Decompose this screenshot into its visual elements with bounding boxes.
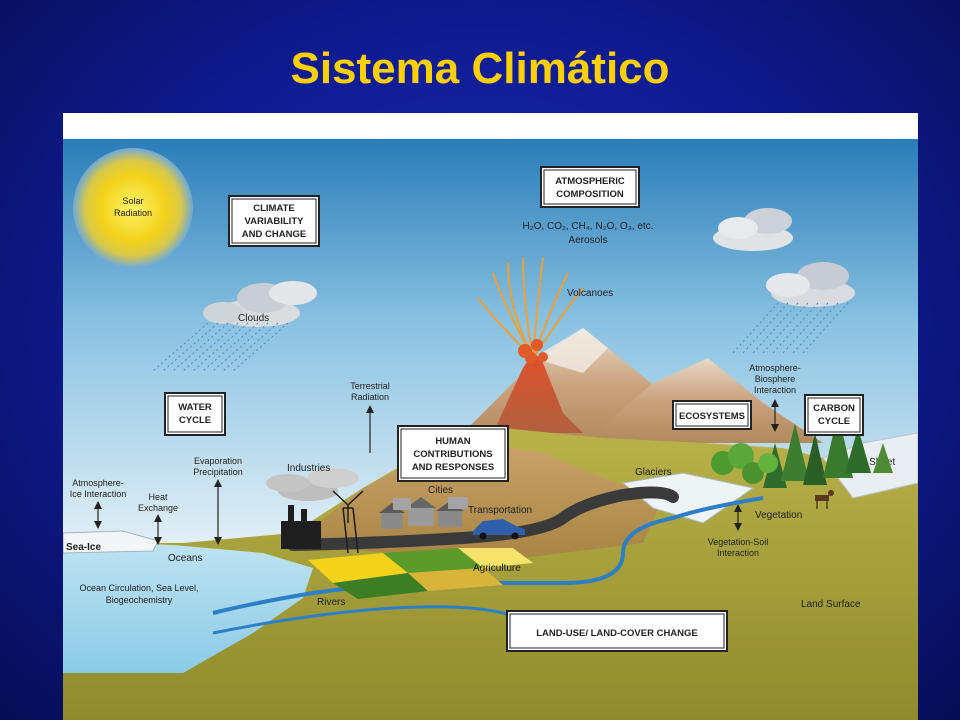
solar-radiation-label: Solar Radiation [114, 196, 152, 218]
rivers-label: Rivers [317, 597, 345, 608]
ocean [63, 541, 313, 673]
cloud-left-icon [203, 281, 317, 327]
evaporation-precipitation-label: Evaporation Precipitation [193, 456, 243, 477]
climate-variability-box: CLIMATE VARIABILITY AND CHANGE [228, 195, 320, 247]
atmosphere-biosphere-arrow [771, 399, 779, 432]
car-icon [473, 519, 525, 540]
svg-text:Vegetation-Soil: Vegetation-Soil [708, 537, 769, 547]
svg-text:HUMAN: HUMAN [435, 436, 470, 447]
svg-text:VARIABILITY: VARIABILITY [245, 216, 305, 227]
gases-label: H₂O, CO₂, CH₄, N₂O, O₃, etc. [523, 221, 654, 232]
svg-text:ATMOSPHERIC: ATMOSPHERIC [555, 176, 625, 187]
snow-cap [533, 328, 608, 373]
evaporation-arrow [214, 479, 222, 545]
carbon-cycle-box: CARBON CYCLE [804, 394, 864, 436]
vegetation-soil-arrow [734, 504, 742, 531]
industries-label: Industries [287, 463, 330, 474]
vegetation-label: Vegetation [755, 510, 802, 521]
central-hill [293, 443, 663, 563]
sea-ice-label: Sea-Ice [66, 542, 101, 553]
cities-label: Cities [428, 485, 453, 496]
svg-text:AND RESPONSES: AND RESPONSES [412, 462, 494, 473]
sea-ice [63, 530, 159, 554]
sun-icon [73, 148, 193, 268]
terrestrial-radiation-label: Terrestrial Radiation [350, 381, 390, 402]
oceans-label: Oceans [168, 553, 202, 564]
deer-icon [815, 490, 834, 509]
svg-text:Solar: Solar [122, 196, 143, 206]
svg-text:Biogeochemistry: Biogeochemistry [106, 595, 173, 605]
ice-sheet-label: Ice Sheet [853, 457, 895, 468]
svg-text:Radiation: Radiation [351, 392, 389, 402]
road [287, 486, 679, 551]
transportation-label: Transportation [468, 505, 532, 516]
atmosphere-ice-arrow [94, 501, 102, 529]
rain-right [732, 302, 849, 354]
agriculture-fields [308, 548, 533, 599]
svg-text:CYCLE: CYCLE [179, 415, 211, 426]
terrestrial-radiation-arrow [366, 405, 374, 453]
land-use-box: LAND-USE/ LAND-COVER CHANGE [506, 610, 728, 652]
slide-title: Sistema Climático [290, 44, 670, 93]
svg-text:AND CHANGE: AND CHANGE [242, 229, 306, 240]
svg-text:CARBON: CARBON [813, 403, 855, 414]
water-cycle-box: WATER CYCLE [164, 392, 226, 436]
svg-text:Precipitation: Precipitation [193, 467, 243, 477]
windmill-icon [332, 490, 364, 554]
svg-text:CLIMATE: CLIMATE [253, 203, 295, 214]
rain-left [152, 322, 289, 372]
lava-bubbles [518, 339, 548, 364]
svg-text:Heat: Heat [148, 492, 168, 502]
factory-icon [266, 468, 359, 549]
svg-text:Exchange: Exchange [138, 503, 178, 513]
svg-text:ECOSYSTEMS: ECOSYSTEMS [679, 411, 745, 422]
human-contributions-box: HUMAN CONTRIBUTIONS AND RESPONSES [397, 425, 509, 482]
svg-text:Interaction: Interaction [754, 385, 796, 395]
volcano-icon [493, 353, 583, 433]
svg-text:Ice Interaction: Ice Interaction [70, 489, 127, 499]
land-surface-label: Land Surface [801, 599, 861, 610]
city-icon [379, 497, 468, 529]
svg-text:Interaction: Interaction [717, 548, 759, 558]
svg-text:CONTRIBUTIONS: CONTRIBUTIONS [413, 449, 492, 460]
atmosphere-ice-label: Atmosphere- Ice Interaction [70, 478, 127, 499]
vegetation-soil-label: Vegetation-Soil Interaction [708, 537, 769, 558]
clouds-label: Clouds [238, 313, 269, 324]
svg-text:Ocean Circulation, Sea Level,: Ocean Circulation, Sea Level, [79, 583, 198, 593]
svg-text:CYCLE: CYCLE [818, 416, 850, 427]
forest-icon [711, 413, 893, 488]
svg-text:Evaporation: Evaporation [194, 456, 242, 466]
climate-system-diagram: Solar Radiation Clouds [63, 113, 918, 720]
svg-text:Atmosphere-: Atmosphere- [72, 478, 124, 488]
ecosystems-box: ECOSYSTEMS [672, 400, 752, 430]
river [212, 496, 764, 615]
agriculture-label: Agriculture [473, 563, 521, 574]
atmospheric-composition-box: ATMOSPHERIC COMPOSITION [540, 166, 640, 208]
cloud-right-top-icon [713, 208, 793, 251]
cloud-right-icon [766, 262, 855, 307]
volcanoes-label: Volcanoes [567, 288, 613, 299]
diagram-top-band [63, 113, 918, 139]
svg-text:COMPOSITION: COMPOSITION [556, 189, 624, 200]
heat-exchange-arrow [154, 514, 162, 545]
svg-text:LAND-USE/ LAND-COVER CHANGE: LAND-USE/ LAND-COVER CHANGE [536, 628, 698, 639]
svg-text:Atmosphere-: Atmosphere- [749, 363, 801, 373]
heat-exchange-label: Heat Exchange [138, 492, 178, 513]
svg-text:WATER: WATER [178, 402, 212, 413]
svg-text:Radiation: Radiation [114, 208, 152, 218]
ocean-circulation-label: Ocean Circulation, Sea Level, Biogeochem… [79, 583, 198, 605]
svg-text:Terrestrial: Terrestrial [350, 381, 390, 391]
glaciers-label: Glaciers [635, 467, 672, 478]
aerosols-label: Aerosols [569, 235, 608, 246]
svg-text:Biosphere: Biosphere [755, 374, 796, 384]
atmosphere-biosphere-label: Atmosphere- Biosphere Interaction [749, 363, 801, 395]
river-lower [212, 605, 519, 635]
